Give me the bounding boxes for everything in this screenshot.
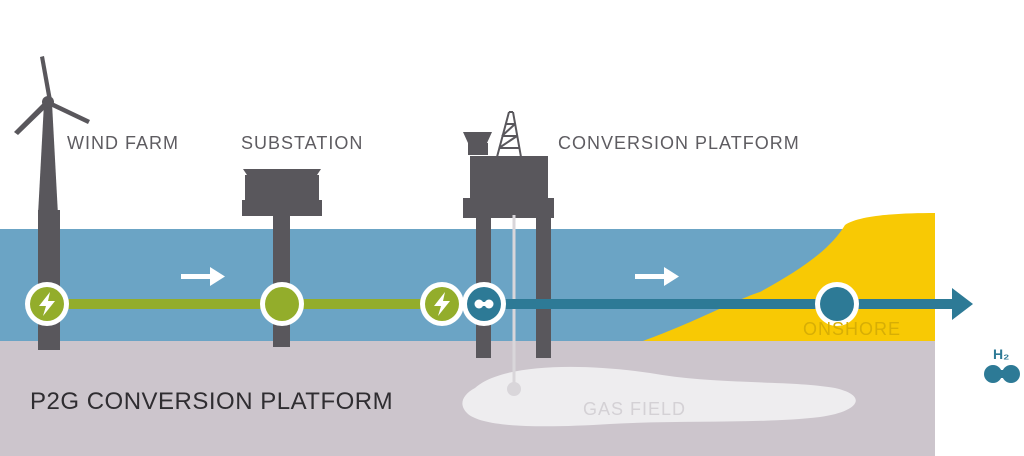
gas-field-area	[462, 366, 856, 427]
arrow-right-icon	[635, 267, 679, 286]
wind-turbine	[14, 56, 90, 350]
hydrogen-molecule-icon	[462, 282, 506, 326]
onshore-label: ONSHORE	[803, 319, 902, 339]
hydrogen-molecule-icon	[984, 365, 1020, 383]
diagram-title: P2G CONVERSION PLATFORM	[30, 388, 394, 415]
substation-node	[260, 282, 304, 326]
wellhead	[507, 382, 521, 396]
h2-label: H₂	[993, 346, 1010, 362]
derrick-tower	[496, 111, 522, 158]
substation	[242, 169, 322, 347]
substation-label: SUBSTATION	[241, 133, 364, 153]
conversion-platform	[463, 132, 554, 358]
wind-farm-label: WIND FARM	[67, 133, 179, 153]
lightning-icon	[420, 282, 464, 326]
onshore-node	[815, 282, 859, 326]
gas-field-label: GAS FIELD	[583, 399, 687, 419]
arrow-right-icon	[181, 267, 225, 286]
pipeline-arrowhead	[952, 288, 973, 320]
hydrogen-pipeline	[478, 299, 958, 309]
conversion-platform-label: CONVERSION PLATFORM	[558, 133, 800, 153]
lightning-icon	[25, 282, 69, 326]
